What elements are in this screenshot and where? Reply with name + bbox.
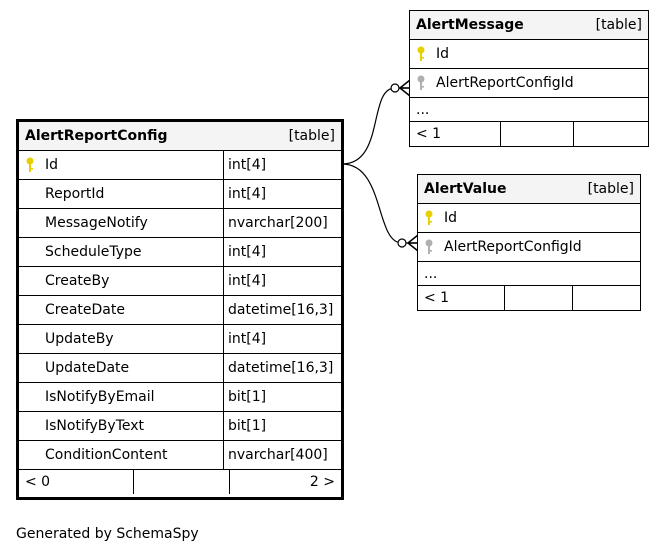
column-type: int[4] bbox=[223, 180, 341, 208]
link-alertmessage bbox=[341, 87, 410, 165]
table-header: AlertValue [table] bbox=[418, 175, 640, 204]
table-kind: [table] bbox=[595, 17, 642, 33]
column-name: MessageNotify bbox=[45, 215, 148, 231]
column-row: ScheduleType int[4] bbox=[19, 238, 341, 267]
column-name: Id bbox=[436, 46, 450, 62]
table-alertvalue[interactable]: AlertValue [table] Id AlertReportConfigI… bbox=[417, 174, 641, 311]
column-row: Id bbox=[410, 40, 648, 69]
column-row: ConditionContent nvarchar[400] bbox=[19, 441, 341, 470]
column-name: Id bbox=[444, 210, 458, 226]
column-row: Id bbox=[418, 204, 640, 233]
footer-parents: < 1 bbox=[424, 290, 450, 306]
column-name: ScheduleType bbox=[45, 244, 142, 260]
table-footer: < 1 bbox=[418, 286, 640, 310]
link-alertmessage-zero-marker bbox=[390, 83, 400, 93]
column-row: IsNotifyByText bit[1] bbox=[19, 412, 341, 441]
column-name: CreateDate bbox=[45, 302, 125, 318]
footer-children bbox=[573, 122, 648, 146]
column-row: ReportId int[4] bbox=[19, 180, 341, 209]
column-name: CreateBy bbox=[45, 273, 110, 289]
column-type: datetime[16,3] bbox=[223, 296, 341, 324]
table-kind: [table] bbox=[288, 128, 335, 144]
column-row: AlertReportConfigId bbox=[410, 69, 648, 98]
column-name: AlertReportConfigId bbox=[444, 239, 582, 255]
link-alertvalue-zero-marker bbox=[397, 238, 407, 248]
foreign-key-icon bbox=[424, 239, 444, 255]
column-type: int[4] bbox=[223, 325, 341, 353]
generated-by-note: Generated by SchemaSpy bbox=[16, 526, 199, 542]
footer-blank bbox=[133, 470, 229, 494]
table-name: AlertValue bbox=[424, 181, 507, 197]
column-row: Id int[4] bbox=[19, 151, 341, 180]
column-type: int[4] bbox=[223, 238, 341, 266]
table-header: AlertMessage [table] bbox=[410, 11, 648, 40]
column-name: IsNotifyByText bbox=[45, 418, 145, 434]
primary-key-icon bbox=[424, 210, 444, 226]
column-name: IsNotifyByEmail bbox=[45, 389, 155, 405]
footer-children: 2 > bbox=[229, 470, 341, 494]
footer-blank bbox=[500, 122, 573, 146]
primary-key-icon bbox=[25, 157, 45, 173]
footer-blank bbox=[504, 286, 572, 310]
column-row: MessageNotify nvarchar[200] bbox=[19, 209, 341, 238]
table-name: AlertMessage bbox=[416, 17, 524, 33]
column-name: AlertReportConfigId bbox=[436, 75, 574, 91]
column-row: IsNotifyByEmail bit[1] bbox=[19, 383, 341, 412]
more-columns-ellipsis: ... bbox=[418, 262, 640, 286]
column-type: bit[1] bbox=[223, 412, 341, 440]
column-name: ConditionContent bbox=[45, 447, 168, 463]
foreign-key-icon bbox=[416, 75, 436, 91]
column-type: bit[1] bbox=[223, 383, 341, 411]
table-header: AlertReportConfig [table] bbox=[19, 122, 341, 151]
column-type: int[4] bbox=[223, 267, 341, 295]
column-type: nvarchar[200] bbox=[223, 209, 341, 237]
more-columns-ellipsis: ... bbox=[410, 98, 648, 122]
column-name: ReportId bbox=[45, 186, 105, 202]
table-name: AlertReportConfig bbox=[25, 128, 168, 144]
footer-parents: < 0 bbox=[25, 474, 51, 490]
column-row: UpdateBy int[4] bbox=[19, 325, 341, 354]
column-name: UpdateDate bbox=[45, 360, 130, 376]
table-footer: < 1 bbox=[410, 122, 648, 146]
primary-key-icon bbox=[416, 46, 436, 62]
column-row: UpdateDate datetime[16,3] bbox=[19, 354, 341, 383]
table-kind: [table] bbox=[587, 181, 634, 197]
table-footer: < 0 2 > bbox=[19, 470, 341, 494]
column-name: UpdateBy bbox=[45, 331, 114, 347]
link-alertvalue-crowfoot bbox=[407, 234, 419, 252]
footer-parents: < 1 bbox=[416, 126, 442, 142]
column-row: CreateBy int[4] bbox=[19, 267, 341, 296]
column-name: Id bbox=[45, 157, 59, 173]
footer-children bbox=[572, 286, 640, 310]
column-row: CreateDate datetime[16,3] bbox=[19, 296, 341, 325]
column-type: nvarchar[400] bbox=[223, 441, 341, 469]
column-type: datetime[16,3] bbox=[223, 354, 341, 382]
column-row: AlertReportConfigId bbox=[418, 233, 640, 262]
column-type: int[4] bbox=[223, 151, 341, 179]
link-alertmessage-crowfoot bbox=[399, 79, 411, 97]
table-alertmessage[interactable]: AlertMessage [table] Id AlertReportConfi… bbox=[409, 10, 649, 147]
link-alertvalue bbox=[341, 163, 418, 244]
